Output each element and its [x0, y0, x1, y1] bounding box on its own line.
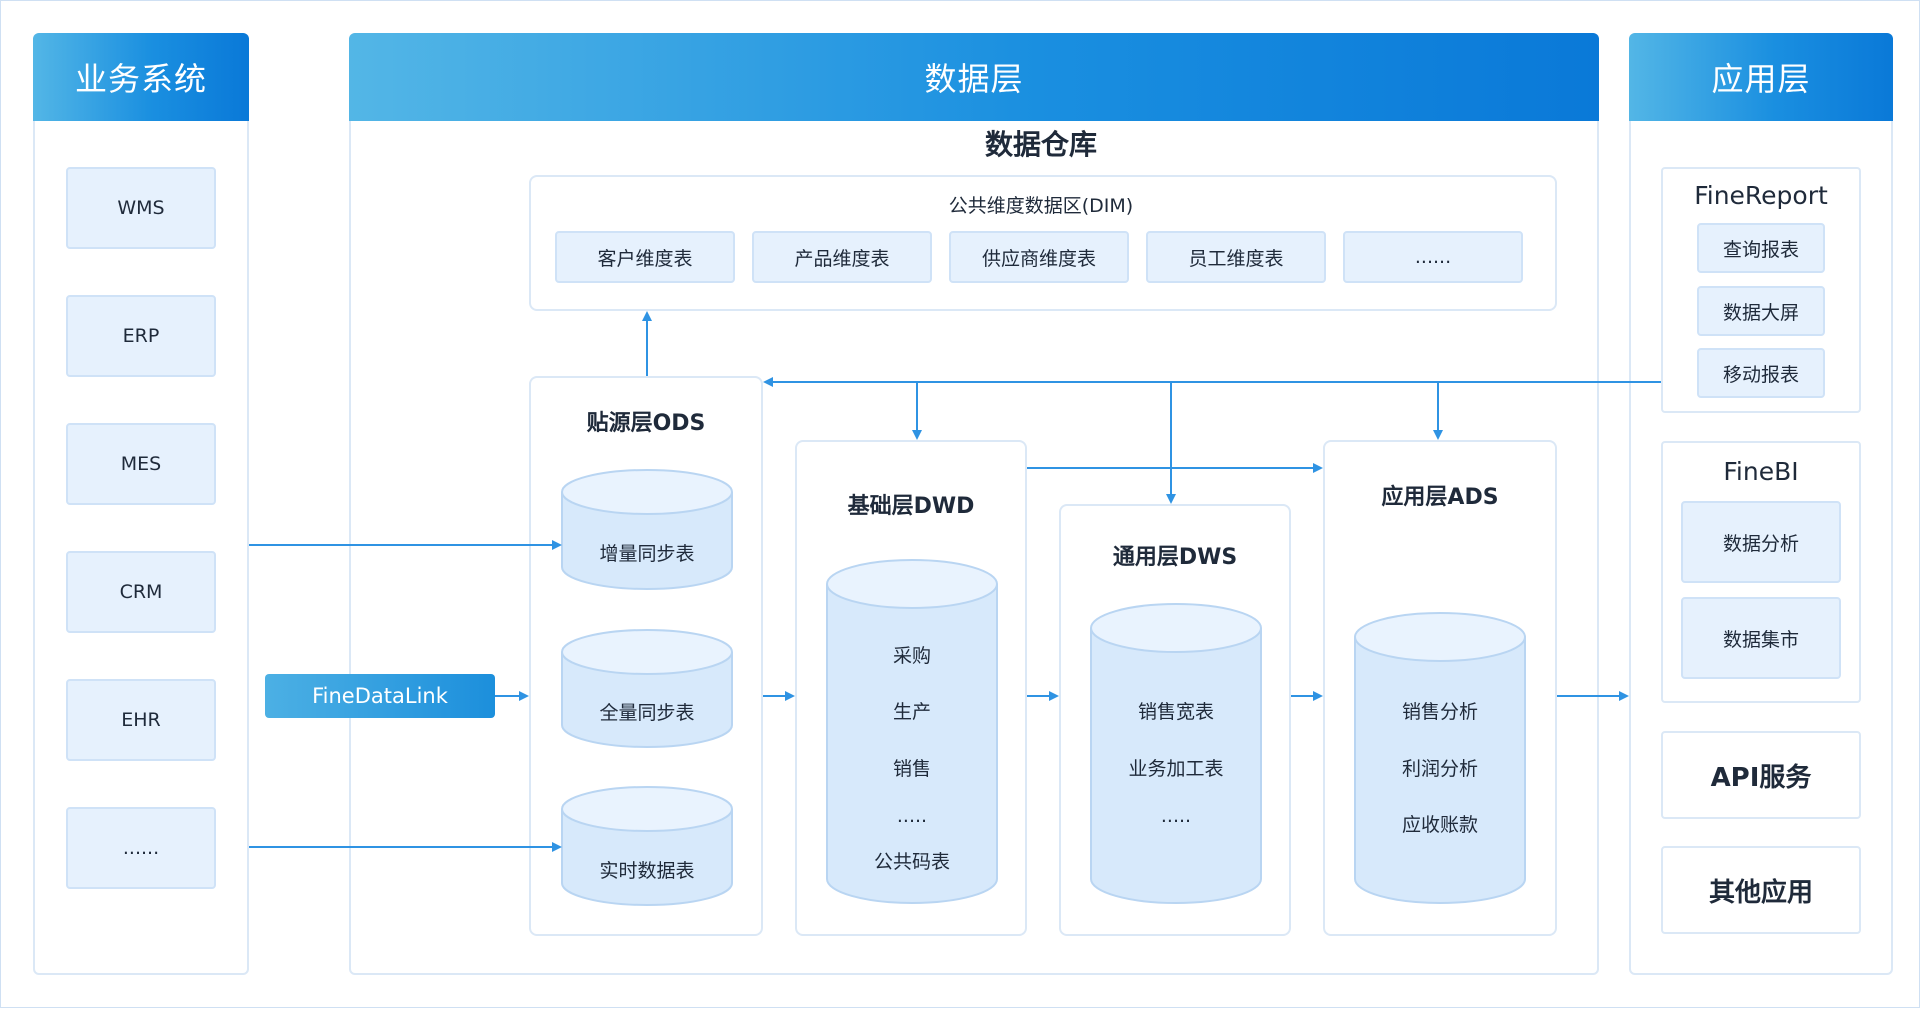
dws-item-label: 销售宽表: [1137, 701, 1214, 723]
finereport-item-label: 数据大屏: [1722, 301, 1799, 324]
dwd-item-label: 生产: [892, 701, 931, 723]
finebi-item-label: 数据分析: [1722, 532, 1799, 555]
finedatalink-label: FineDataLink: [312, 684, 448, 708]
dim-table-label: 客户维度表: [597, 247, 693, 270]
business-system-label: ERP: [122, 325, 160, 347]
business-system-box: WMS: [66, 167, 216, 249]
warehouse-title: 数据仓库: [984, 128, 1097, 161]
dim-table-label: 供应商维度表: [981, 247, 1096, 270]
ads-cylinder: [1354, 612, 1526, 904]
dwd-cylinder: [826, 559, 998, 904]
dim-table-label: 员工维度表: [1188, 247, 1284, 270]
dim-title: 公共维度数据区(DIM): [948, 195, 1134, 217]
ads-item-label: 销售分析: [1401, 701, 1478, 723]
dim-table-box: 客户维度表: [555, 231, 735, 283]
dim-table-box: 产品维度表: [752, 231, 932, 283]
dwd-item-label: .....: [896, 805, 928, 827]
ods-cylinder-incremental: [561, 469, 733, 590]
dws-cylinder: [1090, 603, 1262, 904]
api-service-label: API服务: [1710, 762, 1812, 793]
business-system-label: WMS: [117, 197, 165, 219]
ods-table-label: 全量同步表: [599, 702, 695, 724]
dim-table-box: ......: [1343, 231, 1523, 283]
dwd-item-label: 销售: [892, 758, 931, 780]
dim-table-label: ......: [1414, 246, 1452, 268]
finereport-item-box: 移动报表: [1697, 348, 1825, 398]
business-system-label: ......: [122, 837, 160, 859]
app-layer-header-label: 应用层: [1711, 60, 1811, 98]
app-layer-header: 应用层: [1629, 33, 1893, 121]
business-system-box: CRM: [66, 551, 216, 633]
finereport-item-label: 查询报表: [1722, 238, 1799, 261]
finereport-title: FineReport: [1694, 181, 1828, 210]
dws-item-label: .....: [1160, 805, 1192, 827]
business-system-box: ......: [66, 807, 216, 889]
finereport-item-box: 数据大屏: [1697, 286, 1825, 336]
business-system-label: MES: [120, 453, 162, 475]
dwd-item-label: 公共码表: [873, 851, 950, 873]
ods-table-label: 实时数据表: [599, 860, 695, 882]
other-apps-label: 其他应用: [1708, 877, 1813, 908]
dim-table-box: 供应商维度表: [949, 231, 1129, 283]
finebi-item-box: 数据集市: [1681, 597, 1841, 679]
ods-table-label: 增量同步表: [599, 543, 695, 565]
business-system-label: CRM: [119, 581, 163, 603]
business-system-box: ERP: [66, 295, 216, 377]
business-system-label: EHR: [121, 709, 161, 731]
business-header: 业务系统: [33, 33, 249, 121]
finereport-item-box: 查询报表: [1697, 223, 1825, 273]
ads-item-label: 应收账款: [1401, 814, 1478, 836]
business-system-box: MES: [66, 423, 216, 505]
finebi-item-label: 数据集市: [1722, 628, 1799, 651]
ods-title: 贴源层ODS: [586, 411, 706, 436]
dws-item-label: 业务加工表: [1128, 758, 1224, 780]
finedatalink-badge: FineDataLink: [265, 674, 495, 718]
dim-table-label: 产品维度表: [794, 247, 890, 270]
finereport-item-label: 移动报表: [1722, 363, 1799, 386]
finebi-title: FineBI: [1723, 457, 1799, 486]
dwd-title: 基础层DWD: [847, 494, 975, 519]
dws-title: 通用层DWS: [1112, 545, 1238, 570]
business-header-label: 业务系统: [74, 60, 207, 98]
dwd-item-label: 采购: [892, 645, 931, 667]
other-apps-box: 其他应用: [1661, 846, 1861, 934]
ads-title: 应用层ADS: [1381, 485, 1499, 510]
ods-cylinder-full: [561, 629, 733, 748]
business-system-box: EHR: [66, 679, 216, 761]
api-service-box: API服务: [1661, 731, 1861, 819]
data-layer-header-label: 数据层: [924, 60, 1024, 98]
ads-item-label: 利润分析: [1401, 758, 1478, 780]
dim-table-box: 员工维度表: [1146, 231, 1326, 283]
data-layer-header: 数据层: [349, 33, 1599, 121]
finebi-item-box: 数据分析: [1681, 501, 1841, 583]
ods-cylinder-realtime: [561, 786, 733, 906]
